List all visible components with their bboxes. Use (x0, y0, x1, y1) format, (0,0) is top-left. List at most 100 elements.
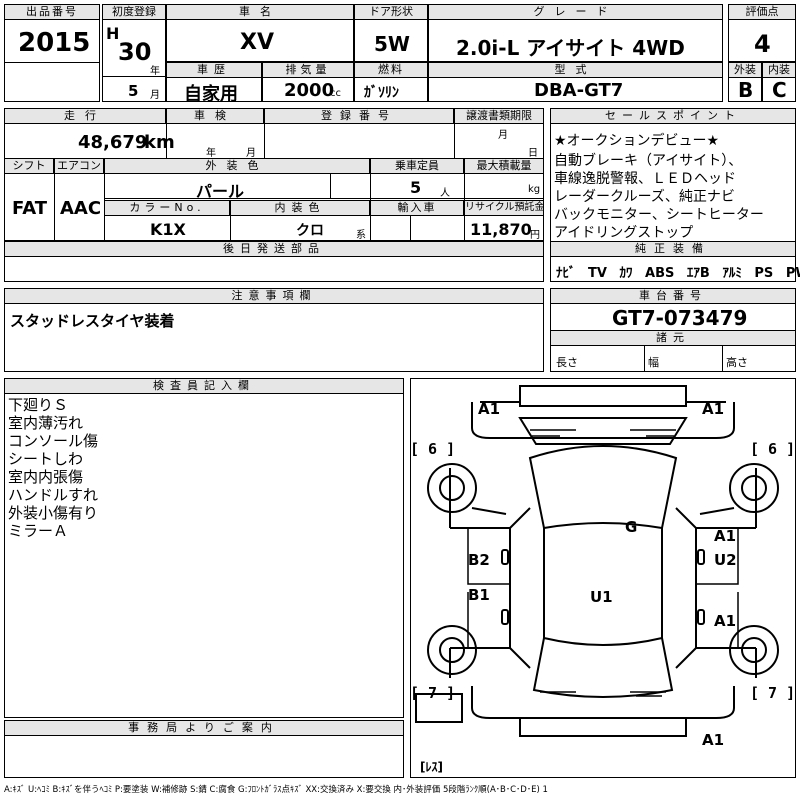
later-parts-label: 後日発送部品 (4, 241, 544, 257)
grade-label: グレード (428, 4, 723, 20)
color-number-label: カラーNo. (104, 200, 230, 216)
length-label: 長さ (556, 356, 578, 369)
equipment-item: ｴｱB (686, 266, 710, 281)
sales-point-line: アイドリングストップ (554, 225, 694, 241)
interior-color-label: 内装色 (230, 200, 370, 216)
first-registration-cell (102, 4, 166, 102)
mark-left-rear-door: B1 (468, 586, 490, 604)
grade: 2.0i-L アイサイト 4WD (456, 36, 685, 60)
equipment-item: ｶﾜ (619, 266, 633, 281)
registration-month: 5 (128, 82, 139, 100)
displacement: 2000 (284, 80, 335, 101)
model-label: 型式 (428, 62, 723, 78)
month-unit: 月 (150, 90, 160, 101)
transfer-month-unit: 月 (498, 130, 508, 141)
inspector-line: ミラーＡ (8, 522, 69, 540)
equipment-item: PW (785, 266, 800, 281)
exterior-grade: B (738, 78, 754, 102)
shift-label: シフト (4, 158, 54, 174)
car-name: XV (240, 30, 274, 55)
interior-label: 内装 (762, 62, 796, 78)
mileage-unit: km (144, 132, 175, 153)
max-load-unit: kg (528, 184, 541, 195)
ac: AAC (60, 198, 102, 219)
mark-front-left: A1 (478, 400, 501, 418)
sales-point-line: レーダークルーズ、純正ナビ (554, 189, 735, 205)
car-condition-diagram (415, 385, 779, 737)
sales-point-line: 車線逸脱警報、ＬＥＤヘッド (554, 171, 736, 187)
sales-points-label: セールスポイント (550, 108, 796, 124)
score-label: 評価点 (728, 4, 796, 20)
inspection-year-unit: 年 (206, 148, 216, 159)
inspector-label: 検査員記入欄 (4, 378, 404, 394)
interior-color: クロ (296, 223, 324, 239)
import-label: 輸入車 (370, 200, 464, 216)
mark-right-rear-door: A1 (714, 612, 737, 630)
exterior-color-label: 外装色 (104, 158, 370, 174)
sales-point-line: バックモニター、シートヒーター (554, 207, 764, 223)
inspector-line: 室内内張傷 (8, 468, 84, 486)
sales-point-line: 自動ブレーキ（アイサイト）、 (554, 153, 743, 169)
chassis-number: GT7-073479 (612, 306, 748, 330)
inspector-line: 室内薄汚れ (8, 414, 84, 432)
era: H (106, 24, 120, 43)
transfer-day-unit: 日 (528, 148, 538, 159)
color-number: K1X (150, 220, 186, 239)
sales-point-line: ★オークションデビュー★ (554, 133, 720, 149)
capacity-unit: 人 (440, 188, 450, 199)
mark-tire-front-right: [ 6 ] (750, 440, 796, 458)
car-name-label: 車名 (166, 4, 354, 20)
lot-number-label: 出品番号 (4, 4, 100, 20)
equipment-item: ﾅﾋﾞ (556, 266, 576, 281)
registration-number-label: 登録番号 (264, 108, 454, 124)
notes-label: 注意事項欄 (4, 288, 544, 304)
lot-number-cell (4, 4, 100, 102)
shift: FAT (12, 198, 48, 219)
door-label: ドア形状 (354, 4, 428, 20)
lot-number: 2015 (18, 28, 91, 58)
equipment-item: ｱﾙﾐ (722, 266, 742, 281)
inspection-label: 車検 (166, 108, 264, 124)
displacement-label: 排気量 (262, 62, 354, 78)
capacity: 5 (410, 178, 422, 197)
inspector-box (4, 378, 404, 718)
mark-tire-front-left: [ 6 ] (410, 440, 456, 458)
recycle-fee: 11,870 (470, 220, 532, 239)
recycle-label: リサイクル預託金 (464, 200, 544, 216)
recycle-unit: 円 (530, 230, 540, 241)
fuel: ｶﾞｿﾘﾝ (364, 85, 399, 101)
exterior-label: 外装 (728, 62, 762, 78)
equipment-label: 純正装備 (550, 241, 796, 257)
mark-right-front-door: A1 (714, 527, 737, 545)
inspector-line: シートしわ (8, 450, 84, 468)
mark-front-right: A1 (702, 400, 725, 418)
mark-tire-rear-left: [ 7 ] (410, 684, 456, 702)
mileage-label: 走行 (4, 108, 166, 124)
inspector-line: 下廻りＳ (8, 396, 69, 414)
chassis-label: 車台番号 (550, 288, 796, 304)
fuel-label: 燃料 (354, 62, 428, 78)
mileage: 48,679 (78, 132, 148, 153)
legend: A:ｷｽﾞ U:ﾍｺﾐ B:ｷｽﾞを伴うﾍｺﾐ P:要塗装 W:補修跡 S:錆 … (4, 785, 548, 795)
max-load-label: 最大積載量 (464, 158, 544, 174)
first-registration-label: 初度登録 (102, 4, 166, 20)
mark-spare: [ﾚｽ] (420, 760, 443, 774)
width-label: 幅 (648, 356, 659, 369)
year-unit: 年 (150, 66, 160, 77)
equipment-item: ABS (645, 266, 675, 281)
history: 自家用 (184, 84, 238, 105)
score: 4 (754, 30, 771, 58)
exterior-color: パール (196, 182, 245, 201)
equipment-item: TV (588, 266, 607, 281)
mark-roof: G (625, 518, 638, 536)
height-label: 高さ (726, 356, 748, 369)
registration-year: 30 (118, 38, 152, 66)
mark-left-front-door: B2 (468, 551, 490, 569)
displacement-unit: cc (330, 88, 341, 99)
interior-color-unit: 系 (356, 230, 366, 241)
capacity-label: 乗車定員 (370, 158, 464, 174)
inspector-line: ハンドルすれ (8, 486, 99, 504)
equipment-list: ﾅﾋﾞ TV ｶﾜ ABS ｴｱB ｱﾙﾐ PS PW (556, 262, 800, 281)
ac-label: エアコン (54, 158, 104, 174)
notes-text: スタッドレスタイヤ装着 (10, 312, 175, 330)
